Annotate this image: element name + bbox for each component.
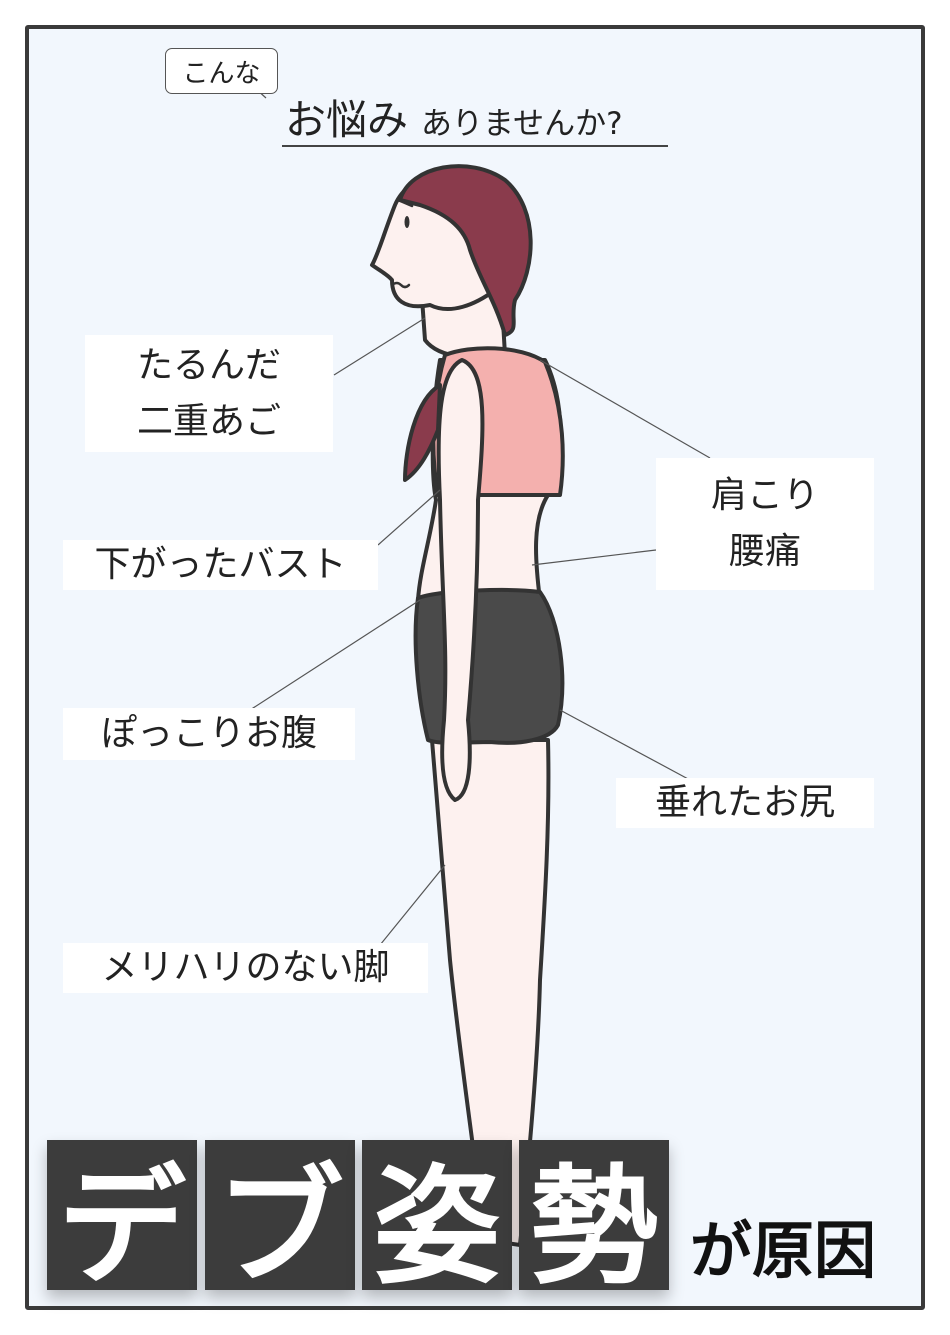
label-shoulder-back: 肩こり 腰痛 xyxy=(656,458,874,590)
line-legs xyxy=(379,864,446,946)
leader-lines xyxy=(249,87,711,946)
line-bust xyxy=(377,489,441,546)
line-chin xyxy=(333,317,426,376)
line-hips xyxy=(559,709,691,781)
label-double-chin-line2: 二重あご xyxy=(136,400,281,442)
label-sagging-bust: 下がったバスト xyxy=(63,540,378,590)
label-shoulder: 肩こり xyxy=(710,475,819,517)
eye xyxy=(404,216,410,228)
line-shoulder xyxy=(539,359,711,459)
footer-char-sei: 勢 xyxy=(519,1140,669,1302)
line-back xyxy=(531,549,657,566)
footer-char-de: デ xyxy=(47,1140,197,1302)
headline-main: お悩み xyxy=(285,96,408,144)
line-belly xyxy=(249,599,421,711)
label-back: 腰痛 xyxy=(728,531,801,572)
headline-rest: ありませんか? xyxy=(421,106,623,142)
footer-char-shi: 姿 xyxy=(362,1140,512,1302)
arm xyxy=(436,358,485,802)
label-hips: 垂れたお尻 xyxy=(616,778,874,828)
footer-suffix: が原因 xyxy=(690,1214,877,1287)
label-double-chin-line1: たるんだ xyxy=(136,344,281,386)
headline: お悩み ありませんか? xyxy=(285,86,623,146)
hair xyxy=(398,164,533,337)
label-belly: ぽっこりお腹 xyxy=(63,708,355,760)
label-legs: メリハリのない脚 xyxy=(63,943,428,993)
footer-char-bu: ブ xyxy=(205,1140,355,1302)
hair-tail xyxy=(403,383,442,482)
worried-brow xyxy=(396,198,414,208)
shorts xyxy=(413,588,565,745)
label-double-chin: たるんだ 二重あご xyxy=(85,335,333,452)
headline-underline xyxy=(282,145,668,147)
speech-bubble: こんな xyxy=(165,48,278,94)
mouth xyxy=(390,281,411,289)
